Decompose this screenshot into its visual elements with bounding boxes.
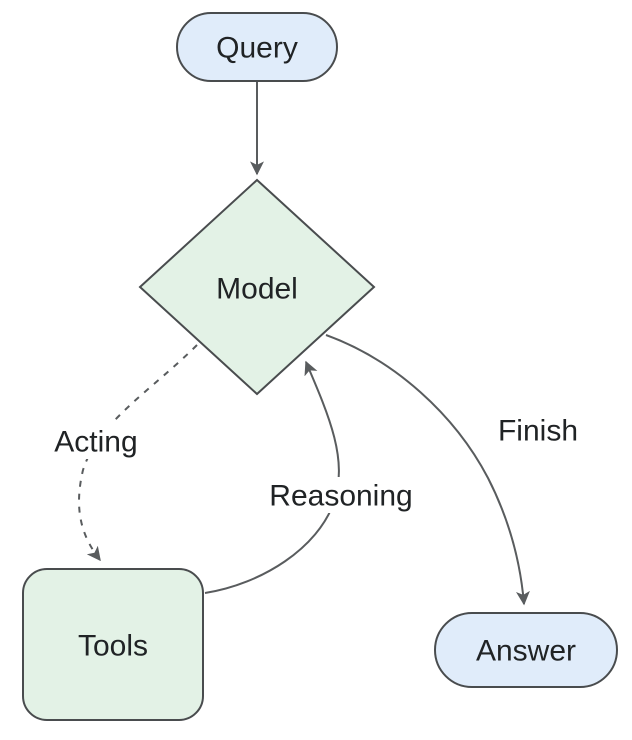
node-answer: Answer <box>434 612 618 688</box>
edge-label-finish-bg <box>495 412 581 448</box>
node-model-label: Model <box>216 273 298 306</box>
node-query-shape <box>176 12 338 82</box>
node-model: Model <box>138 178 376 396</box>
node-tools: Tools <box>22 568 204 721</box>
edge-label-acting: Acting <box>49 423 143 459</box>
node-tools-label: Tools <box>78 630 148 663</box>
node-model-shape <box>138 178 376 396</box>
node-query-label: Query <box>216 32 298 65</box>
edge-label-reasoning-text: Reasoning <box>269 480 412 513</box>
node-query: Query <box>176 12 338 82</box>
node-tools-shape <box>22 568 204 721</box>
edge-label-finish: Finish <box>495 412 581 448</box>
edge-label-acting-bg <box>49 423 143 459</box>
node-answer-label: Answer <box>476 635 576 668</box>
node-answer-shape <box>434 612 618 688</box>
edge-label-reasoning-bg <box>268 477 414 513</box>
edge-label-finish-text: Finish <box>498 415 578 448</box>
edge-model-to-tools <box>78 344 198 562</box>
edge-label-acting-text: Acting <box>54 426 137 459</box>
edge-model-to-answer <box>325 334 530 606</box>
edge-label-reasoning: Reasoning <box>268 477 414 513</box>
